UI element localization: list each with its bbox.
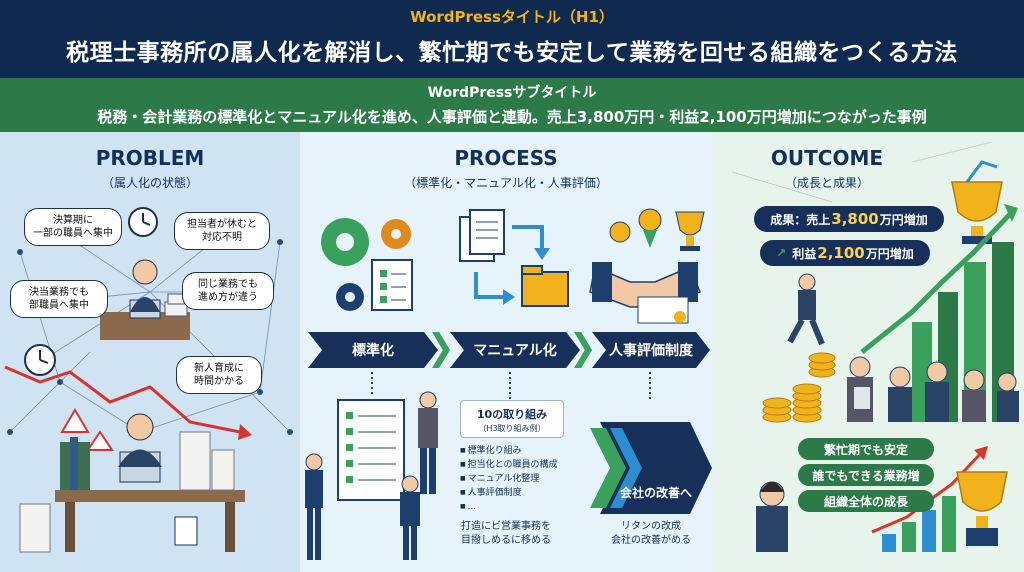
trophy-icon (951, 160, 1003, 244)
document-icon (459, 209, 569, 307)
initiatives-subtitle: （H3取り組み例） (478, 424, 546, 433)
result-stable: 繁忙期でも安定 (798, 438, 934, 460)
step-standardization: 標準化 (308, 332, 438, 368)
result-anyone: 誰でもできる業務増 (798, 464, 934, 486)
list-item: 担当化との職員の構成 (460, 458, 580, 472)
checklist-icon (371, 259, 413, 311)
outcome-subtitle: （成長と成果） (784, 176, 869, 190)
process-note-right: リタンの改成 会社の改善がめる (611, 521, 691, 546)
improve-label: 会社の改善へ (619, 486, 692, 500)
network-lines (4, 207, 293, 553)
problem-bubble-2: 担当者が休むと 対応不明 (174, 212, 270, 250)
process-illustrations (305, 208, 712, 560)
trend-up-icon: ↗ (776, 246, 787, 260)
problem-bubble-5: 新人育成に 時間かかる (176, 356, 262, 394)
initiatives-title: 10の取り組み (476, 408, 548, 421)
problem-panel: PROBLEM （属人化の状態） (0, 132, 300, 572)
gear-icon (321, 218, 411, 311)
process-panel: PROCESS （標準化・マニュアル化・人事評価） (300, 132, 712, 572)
problem-title: PROBLEM (95, 146, 205, 170)
list-item: マニュアル化整理 (460, 472, 580, 486)
outcome-title: OUTCOME (770, 146, 884, 170)
list-item: ... (460, 500, 580, 514)
list-item: 人事評価制度 (460, 486, 580, 500)
page-subtitle: 税務・会計業務の標準化とマニュアル化を進め、人事評価と連動。売上3,800万円・… (97, 108, 927, 126)
problem-bubble-4: 同じ業務でも 進め方が違う (182, 272, 274, 310)
initiatives-list: 標準化り組み 担当化との職員の構成 マニュアル化整理 人事評価制度 ... (460, 444, 580, 514)
h2-label: WordPressサブタイトル (427, 85, 597, 101)
step-manualization: マニュアル化 (450, 332, 580, 368)
problem-subtitle: （属人化の状態） (101, 176, 198, 190)
clock-icon (128, 207, 158, 237)
step-hr-evaluation: 人事評価制度 (592, 332, 710, 368)
subtitle-banner: WordPressサブタイトル 税務・会計業務の標準化とマニュアル化を進め、人事… (0, 78, 1024, 132)
outcome-panel: OUTCOME （成長と成果） (712, 132, 1024, 572)
page-title: 税理士事務所の属人化を解消し、繁忙期でも安定して業務を回せる組織をつくる方法 (66, 40, 958, 66)
list-item: 標準化り組み (460, 444, 580, 458)
process-title: PROCESS (454, 146, 558, 170)
process-subtitle: （標準化・マニュアル化・人事評価） (404, 176, 608, 190)
problem-bubble-1: 決算期に 一部の職員へ集中 (24, 208, 122, 246)
problem-bubble-3: 決当業務でも 部職員へ集中 (10, 280, 108, 318)
outcome-illustrations (731, 141, 1019, 552)
process-note-left: 打造にビ営業事務を 目撥しめるに移める (461, 521, 551, 546)
h1-label: WordPressタイトル（H1） (410, 8, 614, 26)
initiatives-card: 10の取り組み （H3取り組み例） (460, 400, 564, 438)
title-banner: WordPressタイトル（H1） 税理士事務所の属人化を解消し、繁忙期でも安定… (0, 0, 1024, 78)
result-growth: 組織全体の成長 (798, 490, 934, 512)
